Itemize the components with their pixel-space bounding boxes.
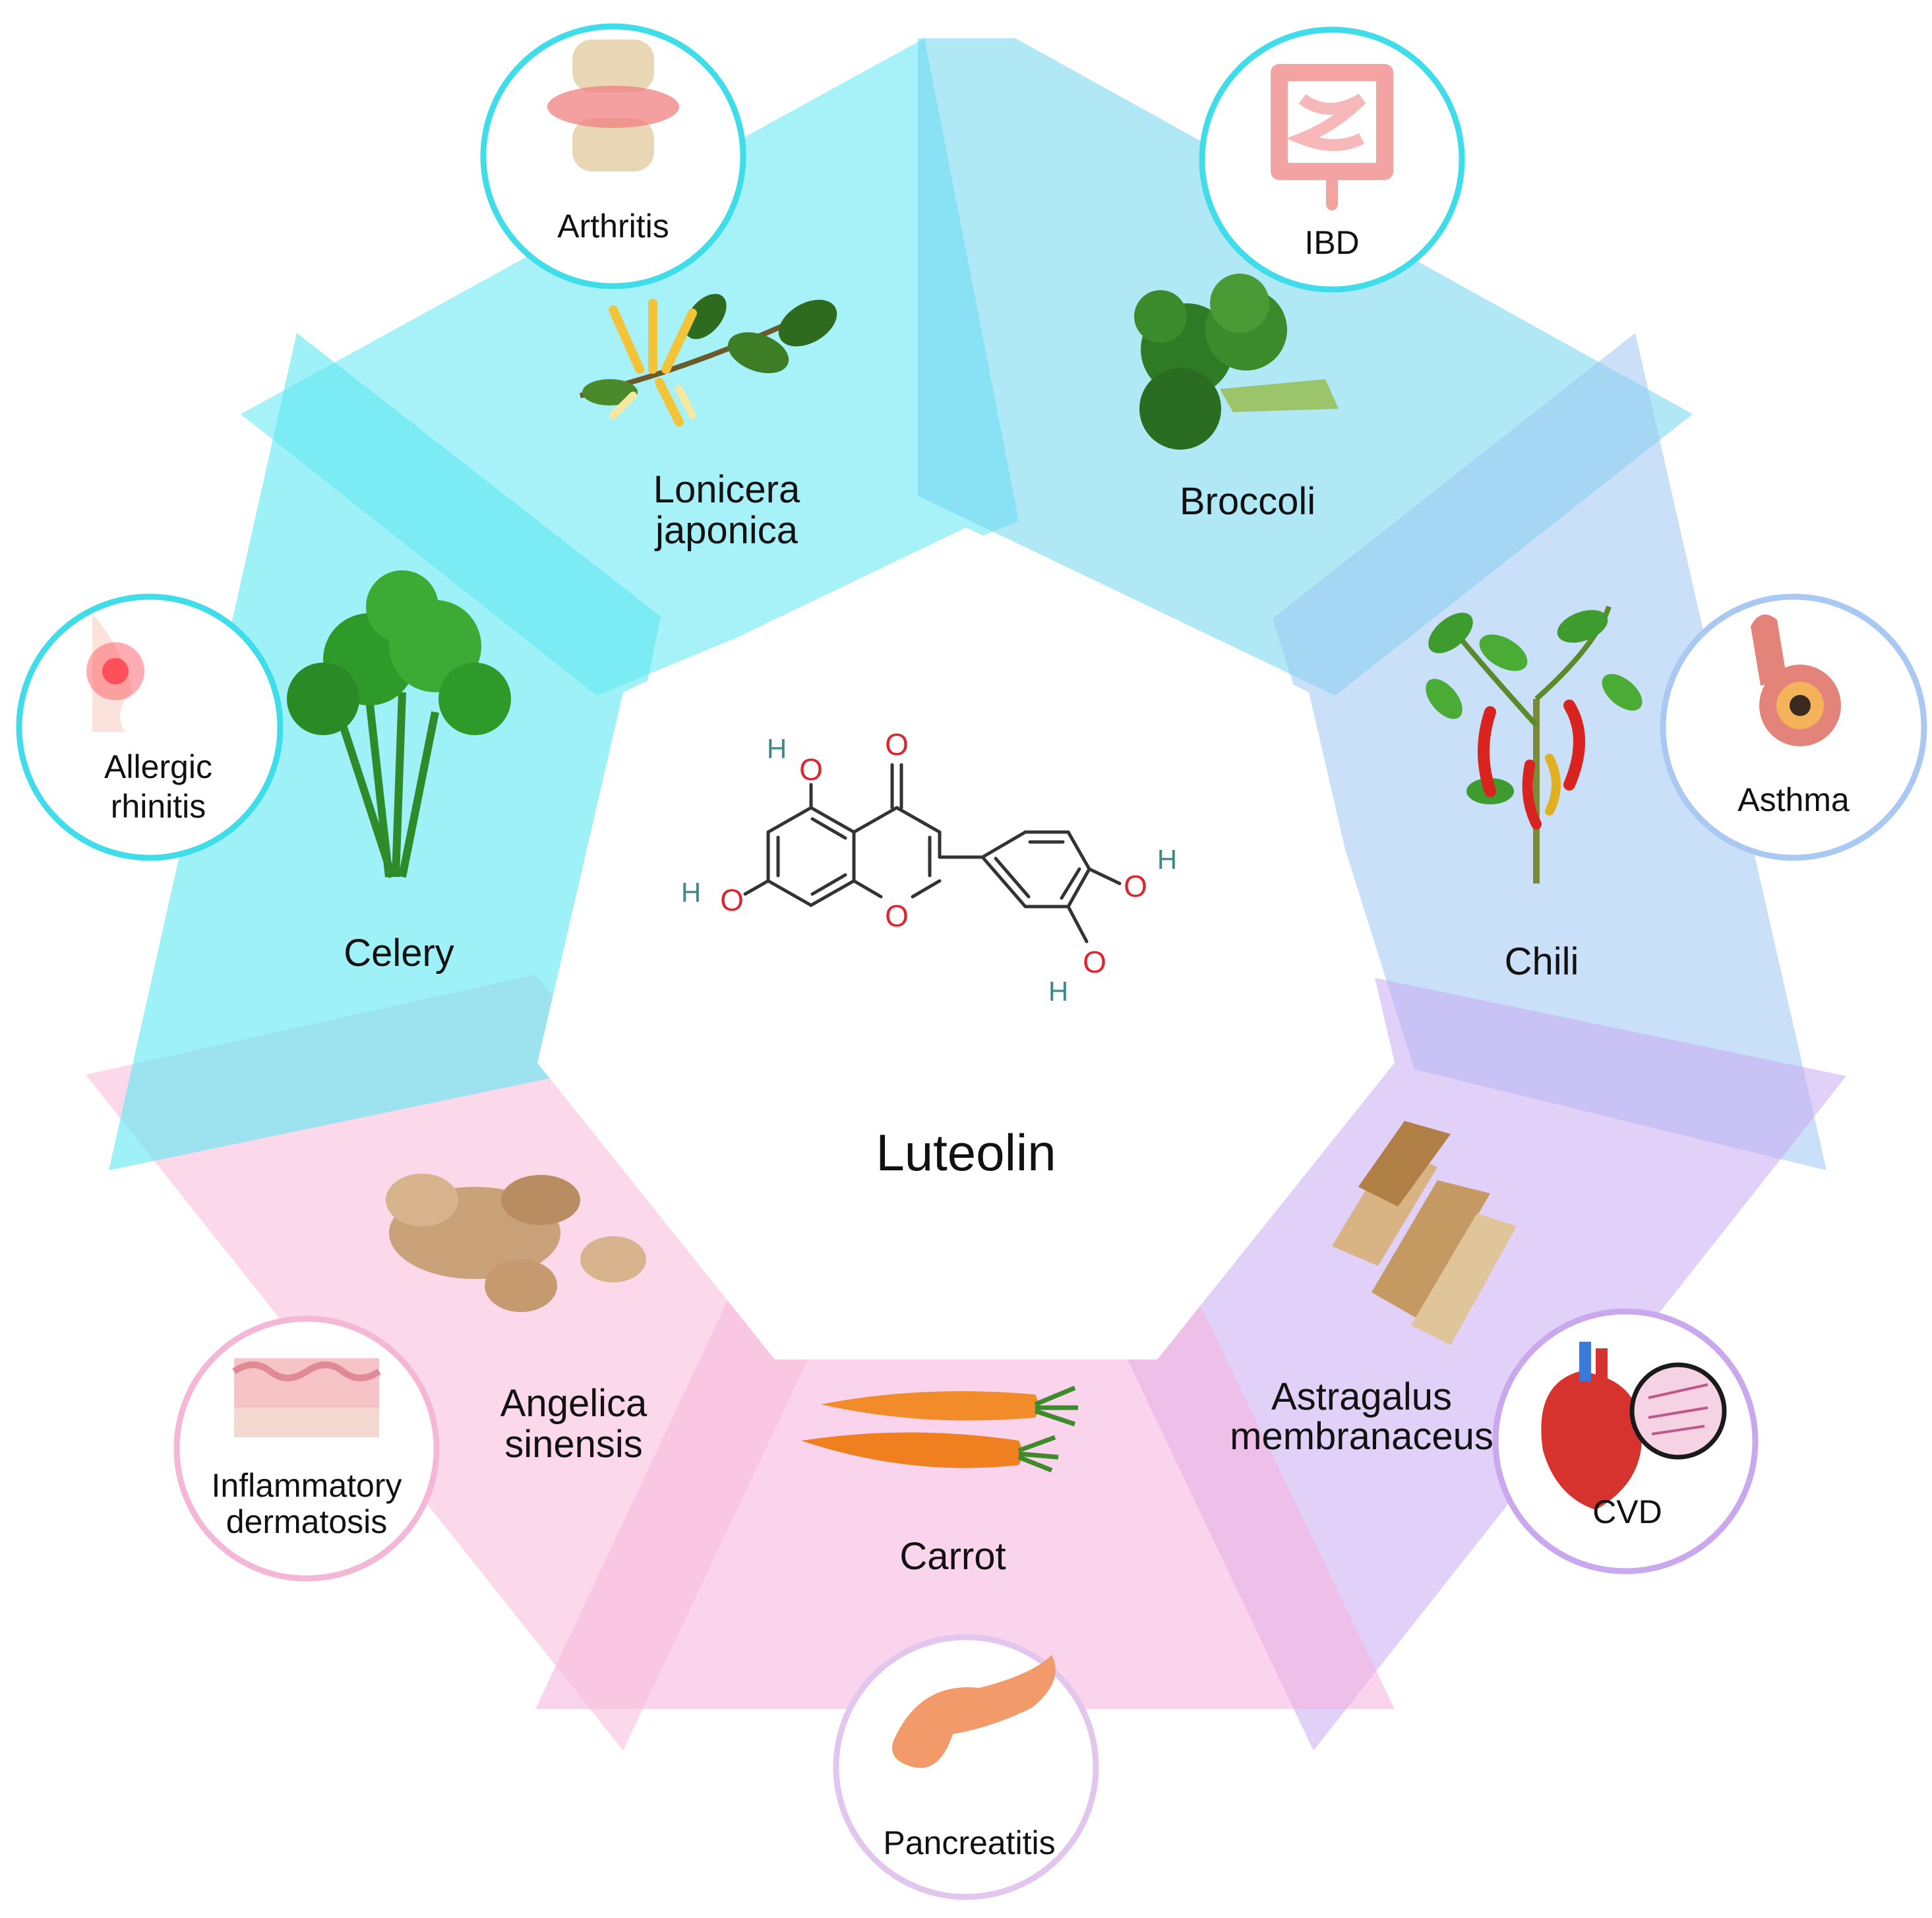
atom-oh-7-o: O xyxy=(720,883,744,917)
atom-oh-4p-h: H xyxy=(1157,844,1177,875)
tissue-magnifier-icon xyxy=(1629,1362,1727,1460)
band-chili xyxy=(1273,333,1826,1170)
broccoli-icon xyxy=(1134,274,1339,450)
celery-icon xyxy=(287,570,511,878)
label-celery: Celery xyxy=(344,932,454,974)
atom-oh-7-h: H xyxy=(681,877,701,908)
atom-oh-5-o: O xyxy=(799,752,823,787)
label-lonicera-line1: Lonicera xyxy=(653,468,800,511)
atom-ring-o: O xyxy=(885,899,909,933)
heart-icon xyxy=(1541,1342,1642,1510)
skin-icon xyxy=(232,1358,381,1437)
astragalus-root-icon xyxy=(1332,1121,1517,1345)
atom-oh-5-h: H xyxy=(767,733,787,764)
band-celery xyxy=(109,333,661,1170)
label-astragalus-line2: membranaceus xyxy=(1230,1415,1494,1458)
nose-icon xyxy=(86,613,144,732)
chili-plant-icon xyxy=(1426,605,1643,884)
atom-oh-3p-o: O xyxy=(1083,945,1106,979)
intestine-icon xyxy=(1271,64,1393,210)
condition-arthritis: Arthritis xyxy=(480,23,746,289)
carrot-icon xyxy=(801,1385,1078,1473)
label-astragalus-line1: Astragalus xyxy=(1271,1375,1452,1418)
angelica-root-icon xyxy=(386,1174,646,1312)
condition-cvd: CVD xyxy=(1492,1308,1759,1574)
label-broccoli: Broccoli xyxy=(1180,480,1315,523)
condition-dermatosis-line1: Inflammatory xyxy=(212,1467,402,1504)
label-carrot: Carrot xyxy=(899,1535,1006,1578)
atom-oh-3p-h: H xyxy=(1048,976,1068,1007)
condition-ibd: IBD xyxy=(1199,26,1465,293)
condition-ibd-label: IBD xyxy=(1304,224,1359,261)
condition-dermatosis-line2: dermatosis xyxy=(226,1503,388,1540)
condition-asthma-label: Asthma xyxy=(1737,781,1850,818)
label-angelica-line2: sinensis xyxy=(504,1423,643,1466)
label-lonicera-line2: japonica xyxy=(654,509,799,552)
plant-labels: Lonicera japonica Broccoli Chili Astraga… xyxy=(344,468,1579,1578)
center-heptagon xyxy=(537,527,1395,1360)
atom-carbonyl-o: O xyxy=(885,727,909,762)
condition-rhinitis: Allergic rhinitis xyxy=(16,593,284,861)
atom-oh-4p-o: O xyxy=(1124,869,1147,903)
compound-name: Luteolin xyxy=(876,1124,1056,1182)
condition-rhinitis-line2: rhinitis xyxy=(111,788,206,825)
molecule-bonds xyxy=(743,763,1122,944)
label-chili: Chili xyxy=(1505,940,1579,983)
airway-icon xyxy=(1751,614,1841,746)
condition-asthma: Asthma xyxy=(1660,593,1927,861)
label-angelica-line1: Angelica xyxy=(500,1382,648,1425)
luteolin-structure: O O O H O H O H O H xyxy=(681,727,1177,1007)
knee-joint-icon xyxy=(547,40,679,171)
condition-arthritis-label: Arthritis xyxy=(557,208,669,245)
condition-rhinitis-line1: Allergic xyxy=(104,748,212,785)
honeysuckle-icon xyxy=(580,293,837,427)
condition-pancreatitis: Pancreatitis xyxy=(833,1634,1099,1900)
condition-cvd-label: CVD xyxy=(1592,1493,1662,1530)
condition-pancreatitis-label: Pancreatitis xyxy=(883,1824,1055,1861)
pancreas-icon xyxy=(892,1655,1056,1768)
condition-dermatosis: Inflammatory dermatosis xyxy=(173,1315,440,1582)
